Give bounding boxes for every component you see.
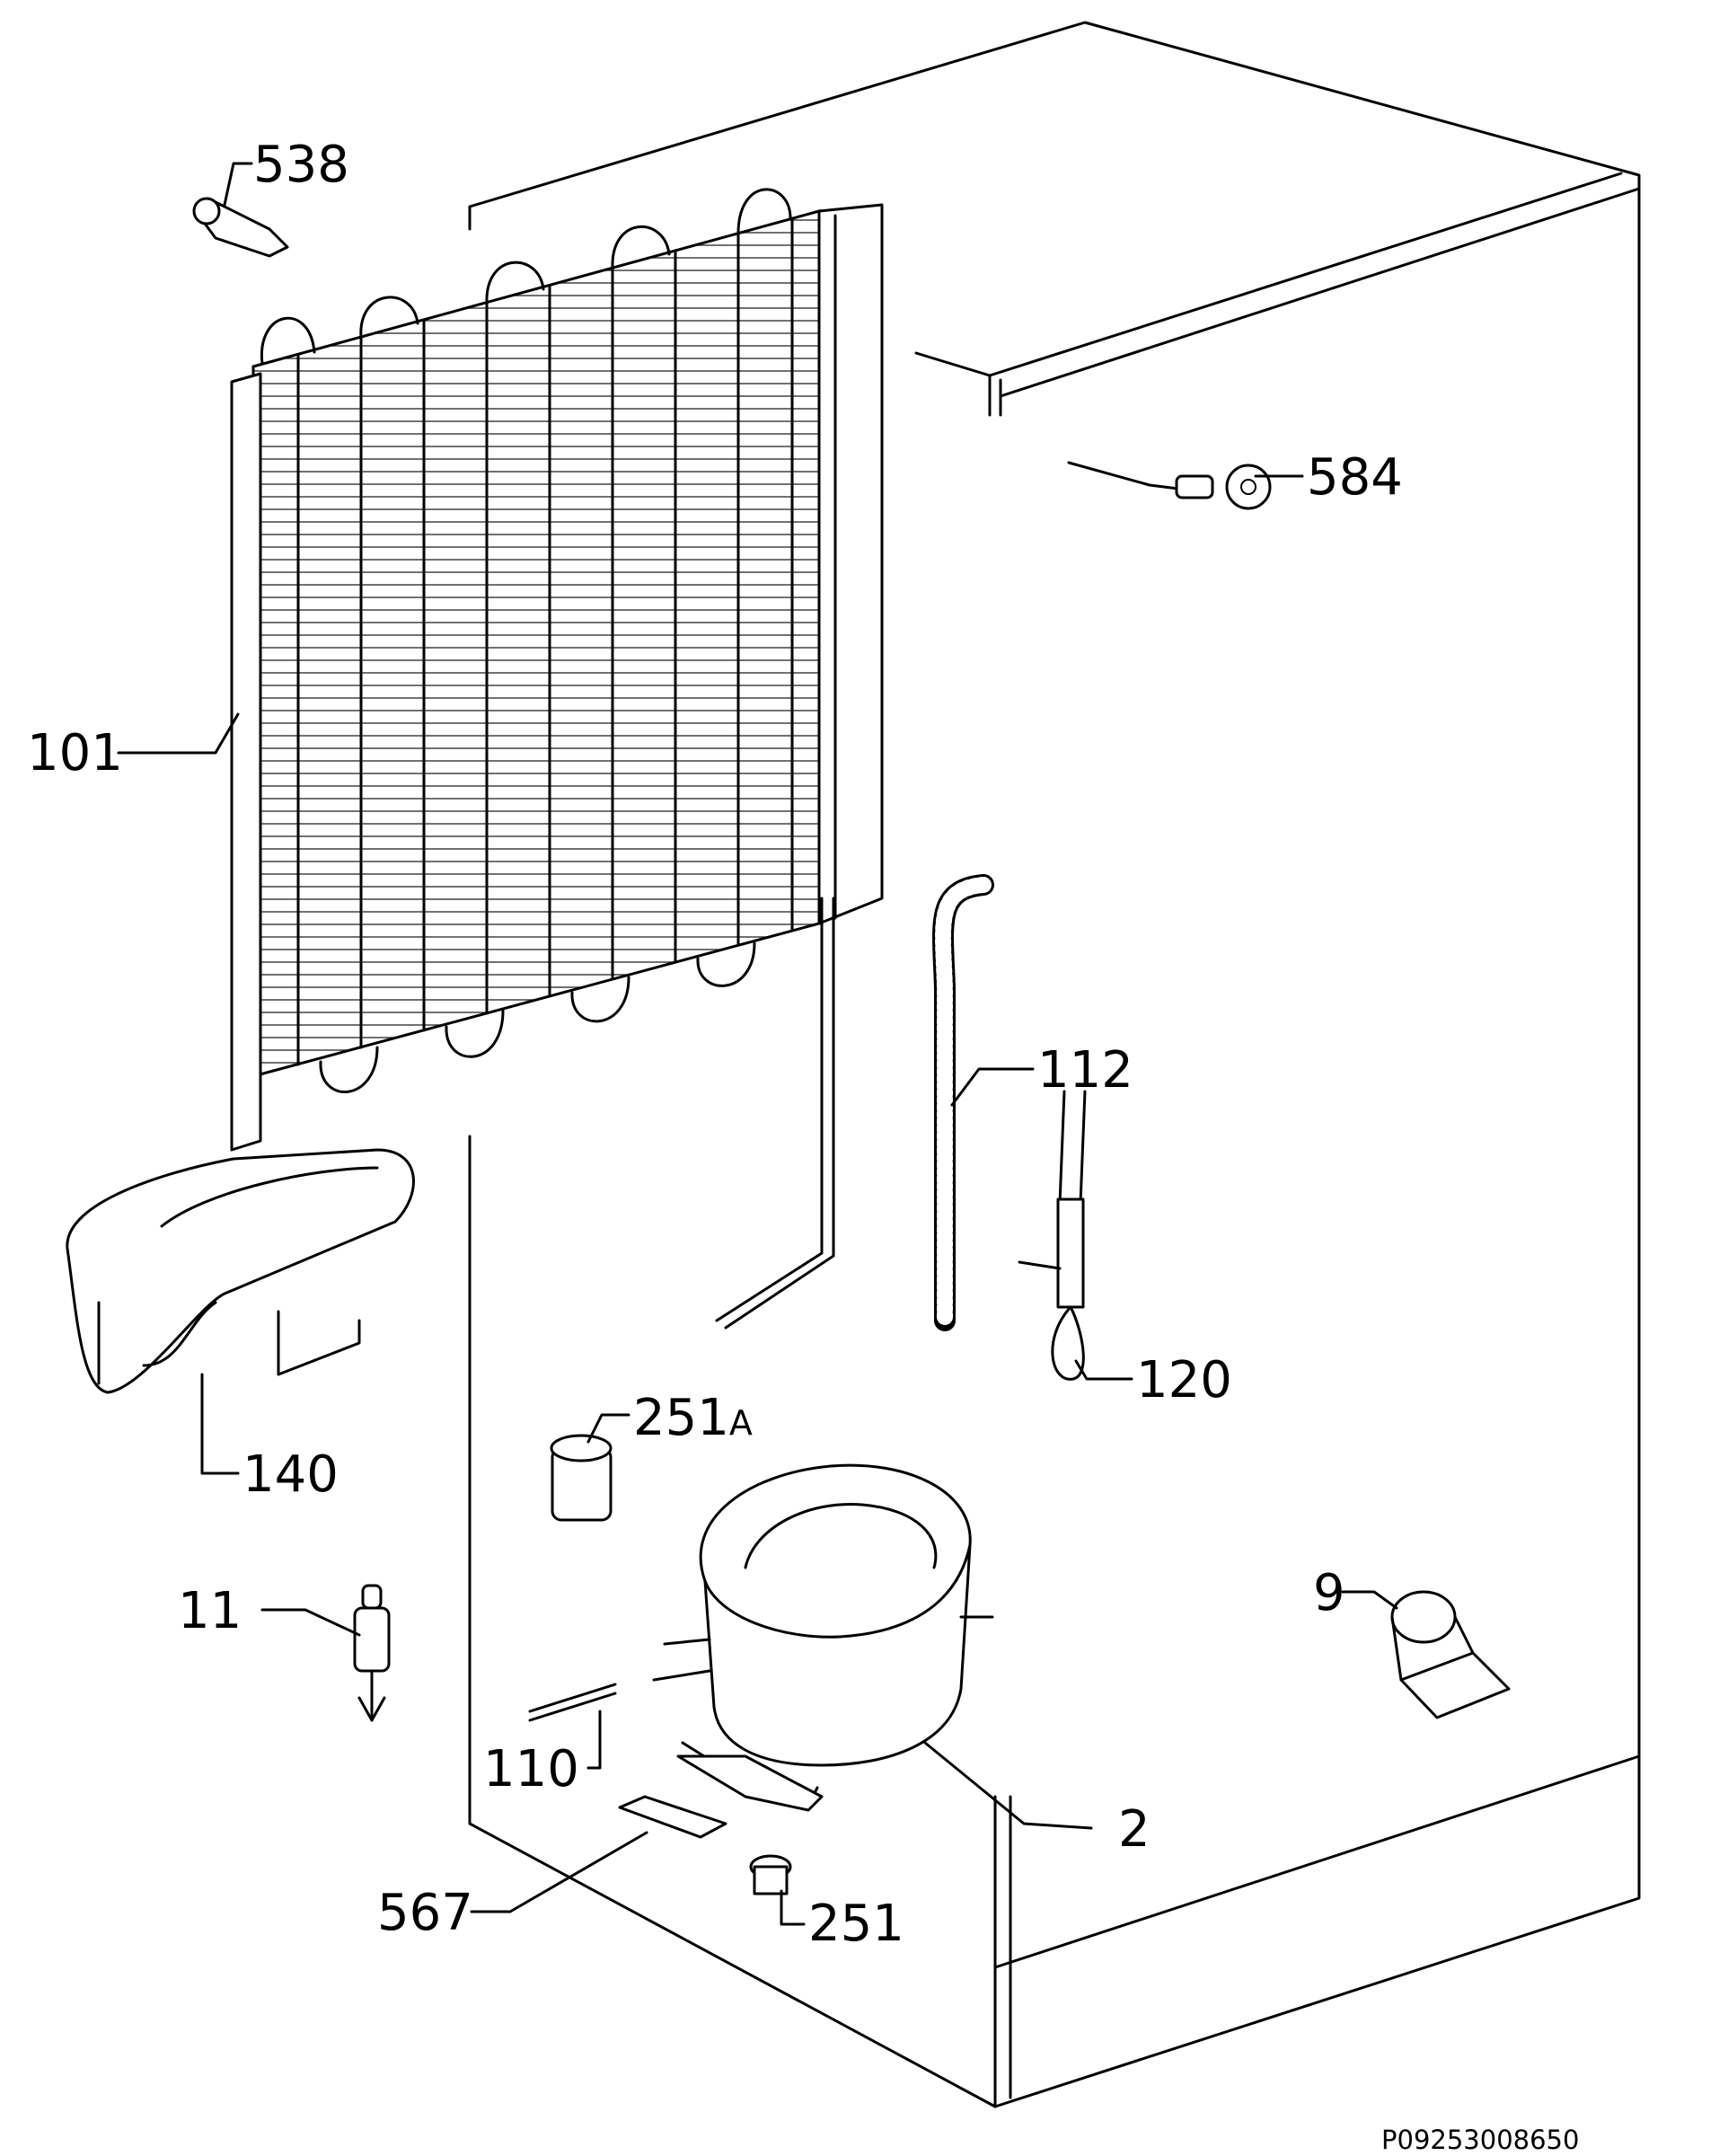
- callout-112: 112: [1037, 1041, 1133, 1100]
- callout-538: 538: [253, 136, 349, 194]
- drip-tray: [66, 1148, 415, 1394]
- callout-2: 2: [1118, 1800, 1151, 1859]
- part-251-grommet: [749, 1854, 792, 1895]
- callout-584: 584: [1307, 448, 1403, 507]
- callout-110: 110: [483, 1740, 579, 1798]
- leader-lines: [117, 162, 1398, 1926]
- compressor: [652, 1463, 994, 1812]
- callout-251a: 251A: [633, 1389, 753, 1447]
- drawing-reference-code: P09253008650: [1381, 2125, 1579, 2155]
- callout-11: 11: [178, 1582, 242, 1640]
- part-584-sensor-holder: [1067, 461, 1272, 510]
- part-110-rod: [528, 1683, 617, 1722]
- callout-101: 101: [27, 724, 123, 782]
- part-251a: [550, 1434, 613, 1522]
- part-9-clamp: [1390, 1590, 1511, 1719]
- callout-251: 251: [808, 1895, 904, 1953]
- cabinet-body: [468, 21, 1641, 2108]
- drain-hose: [932, 874, 994, 1331]
- callout-567: 567: [377, 1884, 473, 1942]
- part-538-clip: [192, 197, 289, 258]
- thermostat-sensor: [1018, 1090, 1087, 1381]
- part-567-plate: [618, 1795, 727, 1839]
- part-11-valve: [353, 1584, 391, 1722]
- callout-120: 120: [1136, 1351, 1232, 1409]
- callout-9: 9: [1313, 1564, 1345, 1622]
- callout-140: 140: [242, 1445, 339, 1504]
- condenser-coil: [230, 188, 884, 1330]
